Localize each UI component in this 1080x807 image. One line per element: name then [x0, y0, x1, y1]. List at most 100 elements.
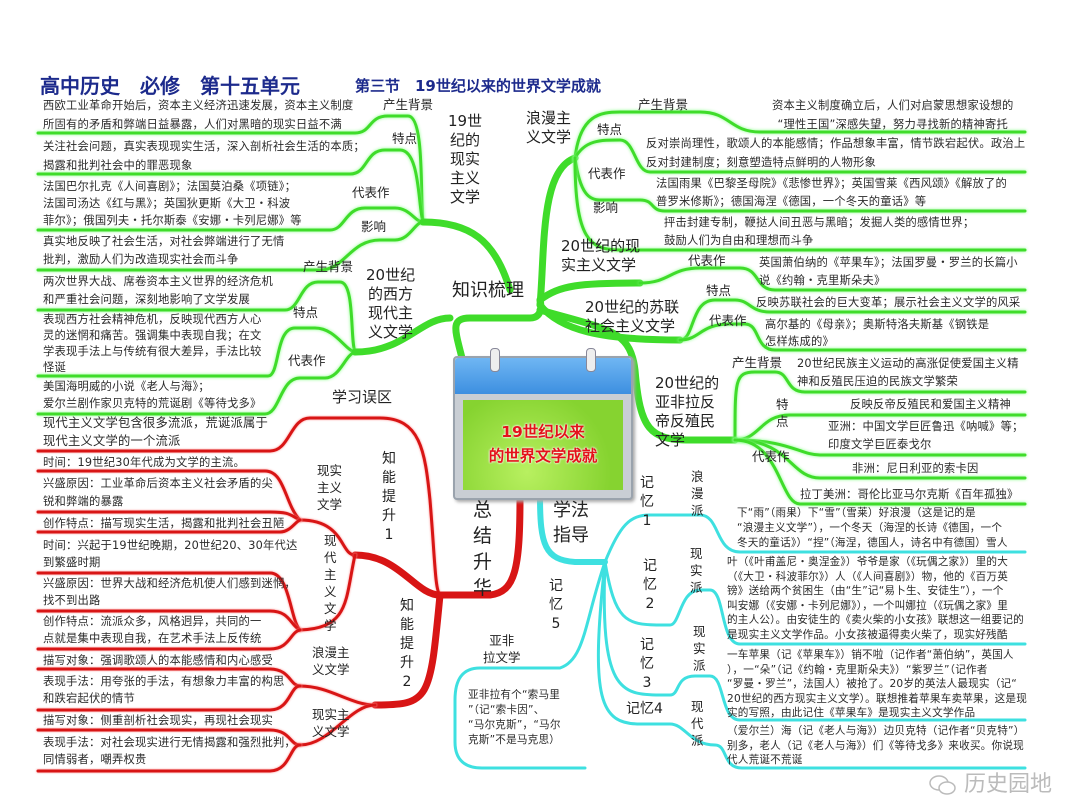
- link-k1-realism-1: [36, 469, 302, 522]
- node-key: 特点: [706, 283, 732, 298]
- calendar-header: [455, 358, 631, 394]
- link-afro-africa: [733, 438, 1027, 480]
- link-m4: [596, 560, 1027, 770]
- node-text: 反映苏联社会的巨大变革；展示社会主义文学的风采: [756, 296, 1021, 309]
- link-realism19-works: [36, 206, 425, 232]
- node-text: 兴盛原因：世界大战和经济危机使人们感到迷惘， 找不到出路: [43, 577, 296, 607]
- realism20-label: 20世纪的现 实主义文学: [561, 237, 641, 274]
- memory-label: 记忆4: [626, 701, 663, 717]
- link-k2-realism-2: [36, 743, 302, 773]
- link-k1-realism-2: [36, 510, 302, 522]
- knowledge-label: 知识梳理: [452, 280, 524, 301]
- node-text: 叶（《叶甫盖尼・奥涅金》）爷爷是家（《玩偶之家》）里的大 （《大卫・科波菲尔》）…: [727, 556, 1024, 641]
- wechat-icon: [929, 775, 956, 795]
- center-topic: 19世纪以来 的世界文学成就: [488, 423, 598, 465]
- memory-label: 记 忆 5: [549, 578, 563, 632]
- realism19-label: 19世 纪的 现实 主义 文学: [448, 112, 483, 206]
- node-key: 现实 主义 文学: [317, 463, 343, 512]
- node-key: 代表作: [688, 253, 726, 268]
- memory-label: 记 忆 3: [640, 637, 654, 691]
- node-text: 20世纪民族主义运动的高涨促使爱国主义精 神和反殖民压迫的民族文学繁荣: [797, 357, 1019, 388]
- node-key: 产生背景: [303, 259, 354, 274]
- link-pitfall: [36, 416, 442, 597]
- pitfall-label: 学习误区: [332, 388, 393, 406]
- node-text: 兴盛原因：工业革命后资本主义社会矛盾的尖 锐和弊端的暴露: [43, 477, 273, 508]
- watermark-text: 历史园地: [964, 772, 1053, 797]
- link-m2: [603, 560, 1027, 646]
- afroasian-label: 20世纪的 亚非拉反 帝反殖民 文学: [655, 374, 720, 449]
- node-key: 代表作: [352, 185, 390, 200]
- trunk-method: [537, 494, 608, 565]
- node-key: 代表作: [588, 166, 626, 181]
- link-m5: [453, 560, 607, 770]
- watermark: 历史园地: [928, 772, 1052, 798]
- node-key: 产生背景: [638, 97, 689, 112]
- memory-label: 记 忆 1: [640, 475, 654, 529]
- node-text: 真实地反映了社会生活，对社会弊端进行了无情 批判，激励人们为改造现实社会而斗争: [43, 235, 285, 266]
- node-text: 现代主义文学包含很多流派，荒诞派属于 现代主义文学的一个流派: [43, 416, 268, 448]
- school-label: 现 代 派: [691, 699, 704, 748]
- node-text: 时间：19世纪30年代成为文学的主流。: [43, 456, 246, 469]
- trunk-realism19: [419, 218, 514, 294]
- node-key: 特点: [293, 305, 319, 320]
- node-text: 两次世界大战、席卷资本主义世界的经济危机 和严重社会问题，深刻地影响了文学发展: [43, 275, 273, 306]
- trunk-k2: [371, 591, 444, 709]
- soviet-label: 20世纪的苏联 社会主义文学: [585, 298, 680, 335]
- link-romantic-impact: [573, 156, 1027, 252]
- node-text: 表现手法：用夸张的手法，有想象力丰富的构思 和跌宕起伏的情节: [43, 675, 285, 705]
- node-text: 非洲：尼日利亚的索卡因: [852, 462, 979, 475]
- link-soviet-works: [678, 322, 1027, 352]
- node-text: 拉丁美洲：哥伦比亚马尔克斯《百年孤独》: [800, 488, 1019, 501]
- node-text: 关注社会问题，真实表现现实生活，深入剖析社会生活的本质； 揭露和批判社会中的罪恶…: [43, 140, 365, 172]
- link-modern-features: [36, 326, 357, 378]
- link-k1-modern-3: [36, 628, 302, 651]
- node-key: 代表作: [709, 313, 747, 328]
- link-modern-background: [36, 280, 357, 354]
- node-key: 现实主 义文学: [312, 707, 350, 739]
- school-label: 亚非 拉文学: [483, 633, 521, 665]
- node-key: 产生背景: [732, 355, 783, 370]
- node-text: 创作特点：描写现实生活，揭露和批判社会丑陋: [43, 517, 285, 530]
- page-title: 高中历史 必修 第十五单元: [40, 74, 300, 98]
- link-m1: [603, 513, 1027, 564]
- node-text: 西欧工业革命开始后，资本主义经济迅速发展，资本主义制度 所固有的矛盾和弊端日益暴…: [43, 99, 354, 131]
- node-text: 抨击封建专制，鞭挞人间丑恶与黑暗；发掘人类的感情世界； 鼓励人们为自由和理想而斗…: [664, 216, 975, 247]
- calendar-ring-icon: [586, 348, 596, 372]
- node-text: 时间：兴起于19世纪晚期，20世纪20、30年代达 到繁盛时期: [43, 539, 298, 569]
- link-romantic-background: [573, 110, 1027, 160]
- node-key: 特 点: [776, 397, 789, 429]
- node-key: 影响: [361, 219, 387, 234]
- k2-label: 知 能 提 升 2: [400, 598, 414, 690]
- node-text: 法国巴尔扎克《人间喜剧》；法国莫泊桑《项链》； 法国司汤达《红与黑》；英国狄更斯…: [43, 180, 302, 227]
- node-text: 描写对象：强调歌颂人的本能感情和内心感受: [43, 654, 273, 667]
- link-realism20-works: [638, 266, 1027, 292]
- link-k1-realism: [298, 518, 357, 557]
- node-key: 影响: [593, 200, 619, 215]
- summary-label: 总 结 升 华: [473, 499, 493, 599]
- link-k1-modern-1: [36, 571, 302, 632]
- node-text: （爱尔兰）海（记《老人与海》）边贝克特（记作者“贝克特”） 别多，老人（记《老人…: [727, 725, 1025, 766]
- link-m3: [602, 560, 1027, 722]
- link-k1-modern-2: [36, 609, 302, 632]
- link-romantic-features: [573, 138, 1027, 174]
- node-key: 特点: [597, 122, 623, 137]
- node-key: 浪漫主 义文学: [312, 645, 350, 677]
- node-text: 美国海明威的小说《老人与海》； 爱尔兰剧作家贝克特的荒诞剧《等待戈多》: [43, 380, 262, 410]
- link-realism19-impact: [36, 220, 425, 272]
- link-afro-latin: [733, 438, 1027, 506]
- node-text: 创作特点：流派众多，风格迥异，共同的一 点就是集中表现自我，在艺术手法上反传统: [43, 615, 262, 645]
- node-key: 代表作: [288, 353, 326, 368]
- trunk-modern: [351, 314, 454, 356]
- link-k1-modern: [298, 553, 357, 632]
- trunk-summary: [436, 493, 524, 599]
- school-label: 现 实 派: [693, 624, 706, 673]
- node-text: 一车苹果（记《苹果车》）销不啦（记作者“萧伯纳”，英国人 ），一“朵”（记《约翰…: [727, 649, 1028, 719]
- trunk-afroasian: [536, 306, 739, 444]
- link-afro-background: [733, 370, 1027, 442]
- card-face: 19世纪以来 的世界文学成就: [463, 400, 623, 490]
- section-title: 第三节 19世纪以来的世界文学成就: [355, 77, 601, 95]
- node-text: 亚洲：中国文学巨匠鲁迅《呐喊》等； 印度文学巨匠泰戈尔: [828, 420, 1024, 451]
- link-k2-romantic-2: [36, 684, 302, 712]
- node-text: 表现西方社会精神危机，反映现代西方人心 灵的迷惘和痛苦。强调集中表现自我；在文 …: [43, 313, 262, 374]
